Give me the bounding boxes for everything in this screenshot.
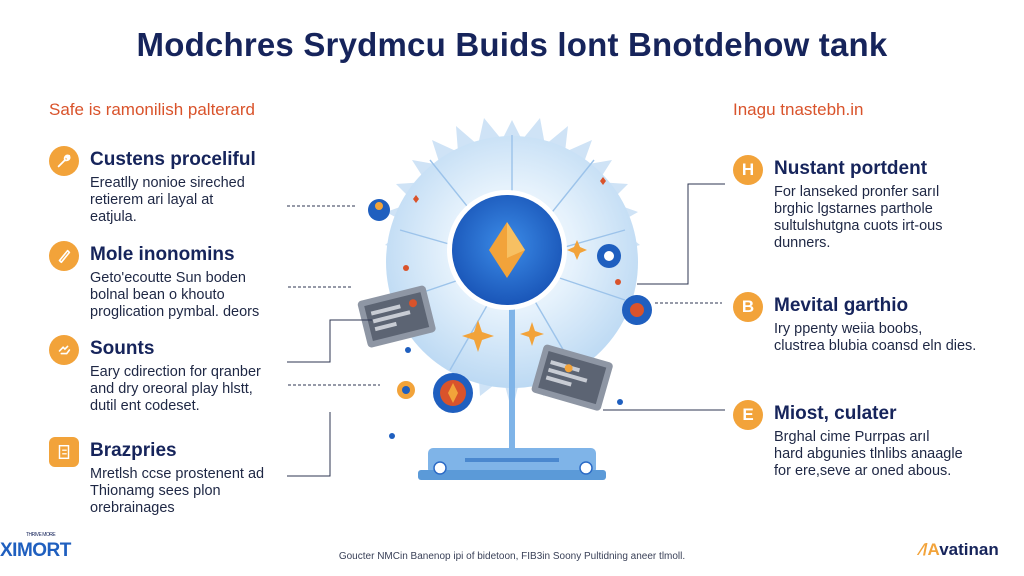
sparkle-stars: [462, 240, 587, 352]
floating-icon-badge: [622, 295, 652, 325]
left-item-title: Brazpries: [90, 440, 177, 461]
left-item-title: Custens proceliful: [90, 149, 256, 170]
letter-badge: E: [733, 400, 763, 430]
device-screen-left: [357, 285, 436, 348]
brand-logo-left: THRIVE MORE XIMORT: [0, 532, 71, 562]
device-screen-right: [531, 344, 613, 411]
right-item-title: Mevital garthio: [774, 295, 909, 316]
page-title: Modchres Srydmcu Buids lont Bnotdehow ta…: [136, 26, 888, 63]
brand-logo-right-text: vatinan: [939, 540, 999, 559]
left-item-description: Ereatlly nonioe sireched retierem ari la…: [90, 175, 245, 225]
wrench-icon: [49, 146, 79, 176]
right-connectors: [603, 183, 725, 411]
letter-badge: B: [733, 292, 763, 322]
right-item-description: Brghal cime Purrpas arıl hard abgunies t…: [774, 429, 963, 479]
sparkle-blue-dots: [389, 347, 623, 439]
tower-base: [418, 448, 606, 480]
hand-icon: [49, 335, 79, 365]
left-item-title: Sounts: [90, 338, 155, 359]
floating-icon-chat: [597, 244, 621, 268]
letter-badge: H: [733, 155, 763, 185]
left-item-description: Mretlsh ccse prostenent ad Thionamg sees…: [90, 466, 265, 516]
tower-pole: [509, 300, 515, 450]
right-item-title: Miost, culater: [774, 403, 897, 424]
right-item-description: Iry ppenty weiia boobs, clustrea blubia …: [774, 321, 977, 354]
footer-caption: Goucter NMCin Banenop ipi of bidetoon, F…: [338, 551, 686, 562]
floating-icon-compass: [433, 373, 473, 413]
left-item-title: Mole inonomins: [90, 244, 235, 265]
right-item-title: Nustant portdent: [774, 158, 928, 179]
ethereum-orb: [447, 190, 567, 310]
left-section-heading: Safe is ramonilish palterard: [49, 100, 255, 119]
document-icon: [49, 437, 79, 467]
floating-icon-coin: [397, 381, 415, 399]
left-item-description: Geto'ecoutte Sun boden bolnal bean o kho…: [90, 270, 260, 320]
right-item-description: For lanseked pronfer sarıl brghic lgstar…: [774, 184, 943, 251]
pencil-icon: [49, 241, 79, 271]
right-section-heading: Inagu tnastebh.in: [733, 100, 864, 119]
brand-logo-right: ⁄/Avatinan: [920, 540, 999, 560]
brand-logo-left-small: THRIVE MORE: [26, 532, 56, 538]
sparkle-dots: [403, 177, 621, 285]
left-connectors: [287, 205, 380, 477]
left-item-description: Eary cdirection for qranber and dry oreo…: [90, 364, 261, 414]
floating-icon-user: [368, 199, 390, 221]
brand-logo-left-text: XIMORT: [0, 540, 71, 561]
brand-mark-icon: ⁄/A: [920, 540, 940, 559]
